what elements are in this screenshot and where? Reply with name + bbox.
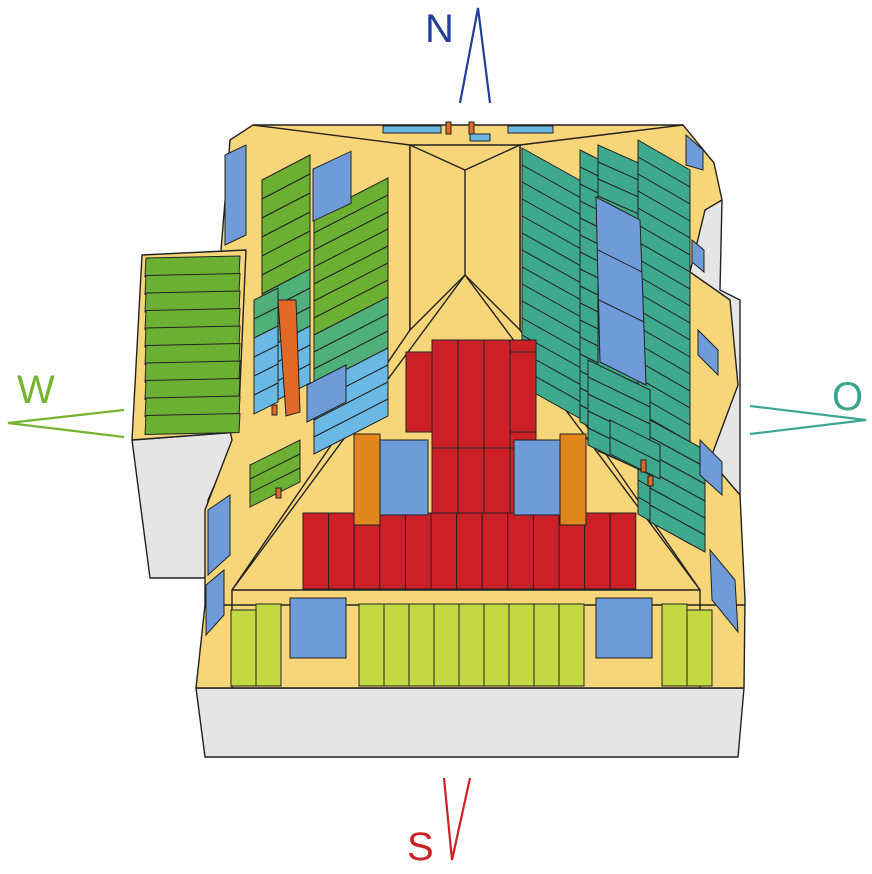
solar-panel: [302, 512, 330, 590]
east-arrow: [749, 404, 867, 436]
solar-panel: [533, 603, 560, 687]
solar-panel: [358, 603, 385, 687]
west-skylight: [306, 364, 347, 423]
south-label: S: [407, 825, 434, 869]
solar-panel: [383, 603, 410, 687]
solar-panel: [508, 603, 535, 687]
east-marker: O: [749, 375, 867, 436]
east-skylight: [595, 196, 647, 386]
north-arrow: [458, 7, 492, 104]
solar-panel: [144, 412, 241, 436]
solar-panel: [249, 467, 301, 508]
solar-panel: [313, 398, 389, 455]
south-marker: S: [407, 777, 472, 869]
west-arrow: [7, 408, 125, 439]
solar-panel: [405, 351, 433, 433]
solar-panel: [457, 339, 485, 449]
solar-panel: [584, 512, 611, 590]
west-window: [207, 494, 231, 577]
skylight-divider: [597, 249, 643, 273]
solar-panel: [230, 609, 257, 687]
solar-panel: [609, 512, 637, 590]
solar-panel: [483, 603, 510, 687]
vent-pipe: [271, 404, 278, 416]
solar-panel: [431, 339, 459, 449]
south-eave-panels: [230, 597, 713, 687]
solar-panel: [379, 512, 406, 590]
vent-pipe: [275, 487, 282, 499]
solar-panel: [532, 512, 560, 590]
solar-panel: [408, 603, 435, 687]
skylight-divider: [598, 299, 645, 323]
south-skylight: [379, 439, 429, 516]
solar-panel: [328, 512, 355, 590]
solar-panel: [481, 512, 509, 590]
west-roof-panels: [144, 144, 389, 637]
north-skylight: [469, 133, 491, 142]
south-wall: [195, 687, 745, 758]
solar-panel: [649, 504, 706, 553]
north-skylight: [507, 125, 554, 134]
west-window: [205, 568, 225, 637]
solar-panel: [483, 339, 511, 449]
north-label: N: [425, 7, 454, 51]
south-skylight: [513, 439, 563, 516]
solar-panel: [255, 603, 282, 687]
west-marker: W: [7, 368, 125, 439]
west-window: [224, 144, 247, 246]
east-window: [685, 133, 704, 171]
east-roof-panels: [521, 133, 739, 634]
west-skylight: [312, 150, 352, 222]
solar-panel: [507, 512, 534, 590]
vent-pipe: [445, 121, 452, 135]
annex-panel-group: [144, 255, 241, 436]
vent-pipe: [647, 475, 654, 487]
east-window: [709, 548, 739, 634]
east-window: [691, 238, 705, 274]
compass: N S W O: [7, 7, 867, 869]
south-roof-panels: [302, 339, 637, 590]
solar-panel: [404, 512, 432, 590]
solar-panel: [686, 609, 713, 687]
south-window: [595, 597, 653, 659]
vent-pipe: [468, 121, 475, 135]
south-window: [289, 597, 347, 659]
north-skylight: [382, 125, 442, 134]
orange-panel: [353, 433, 381, 526]
solar-panel: [609, 436, 661, 480]
north-fixtures: [382, 121, 554, 142]
vent-pipe: [640, 459, 647, 473]
solar-panel: [430, 512, 458, 590]
south-arrow: [442, 777, 472, 861]
west-label: W: [17, 368, 55, 412]
east-window: [699, 438, 723, 497]
solar-panel: [509, 351, 537, 433]
north-marker: N: [425, 7, 492, 104]
solar-panel: [456, 512, 483, 590]
solar-panel: [253, 382, 279, 415]
solar-panel: [558, 603, 585, 687]
solar-panel: [661, 603, 688, 687]
east-window: [697, 328, 719, 377]
east-label: O: [832, 375, 863, 419]
lime-panel-group: [230, 603, 713, 687]
solar-panel: [458, 603, 485, 687]
solar-panel: [433, 603, 460, 687]
orange-panel: [559, 433, 587, 526]
chimney: [277, 299, 301, 417]
